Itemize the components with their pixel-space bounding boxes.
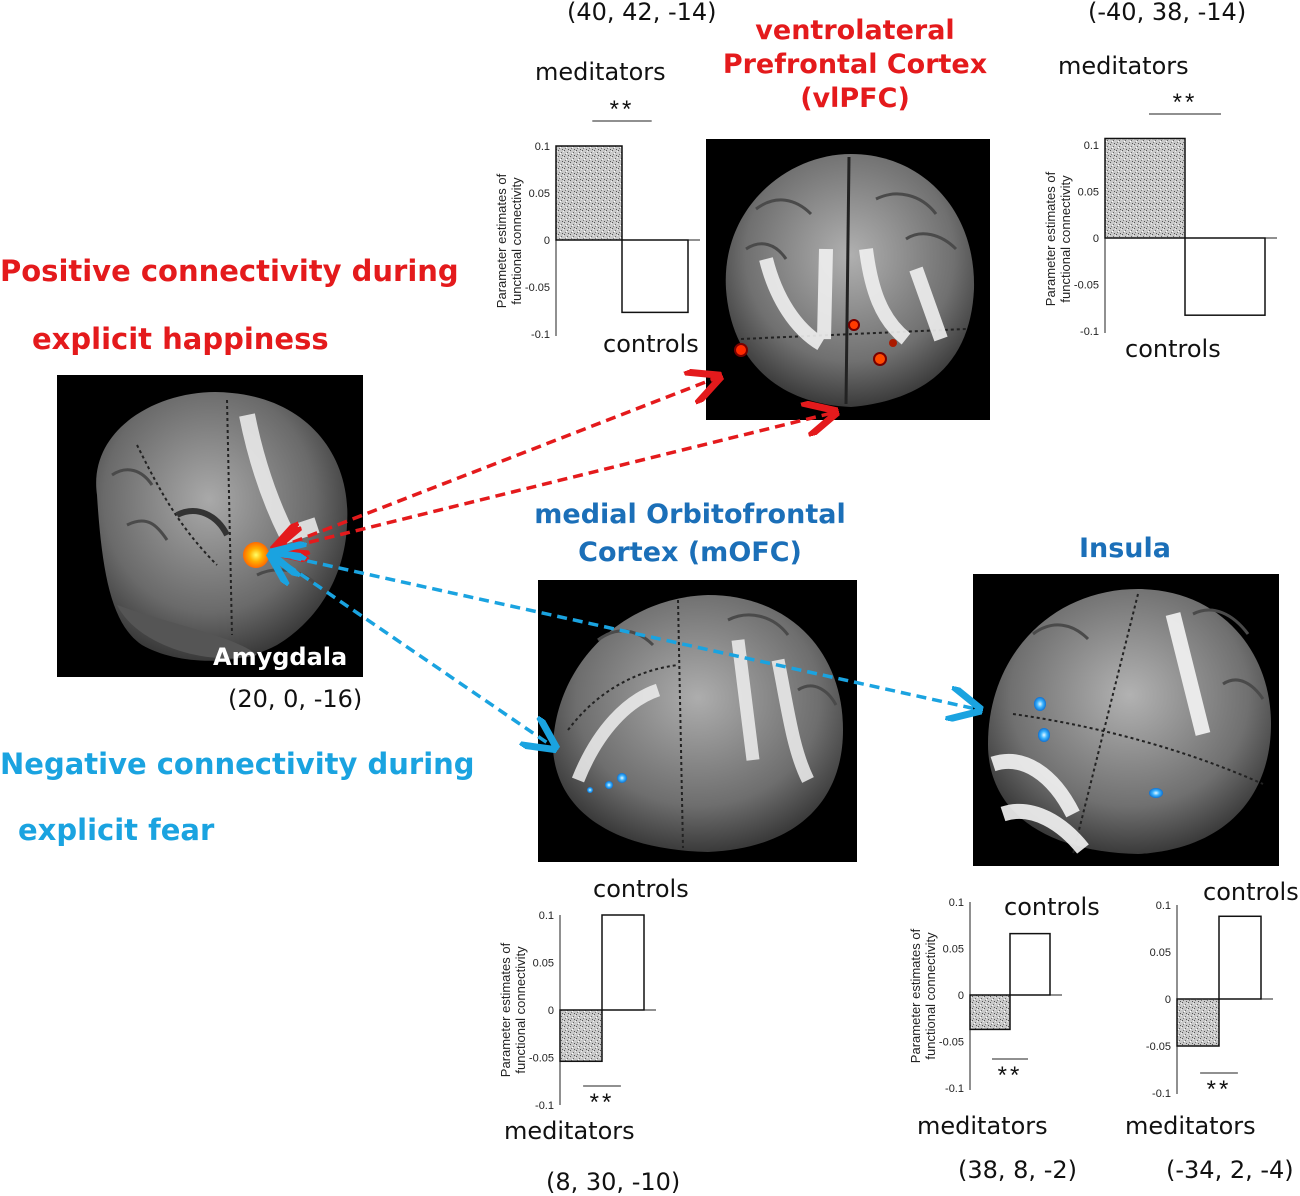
bar-controls bbox=[621, 239, 689, 314]
y-tick-label: 0 bbox=[1165, 994, 1171, 1006]
bar-controls bbox=[601, 914, 645, 1011]
bar-meditators bbox=[1104, 137, 1186, 239]
vlpfc-title-line2: Prefrontal Cortex bbox=[722, 49, 988, 80]
y-axis-label-line1: Parameter estimates of bbox=[908, 928, 923, 1063]
y-axis-label-line1: Parameter estimates of bbox=[498, 942, 513, 1077]
vlpfc-brain-image bbox=[706, 139, 990, 420]
chart5-controls-label: controls bbox=[1203, 878, 1299, 906]
y-tick-label: -0.1 bbox=[531, 329, 550, 341]
bar-controls bbox=[1184, 237, 1266, 316]
bar-meditators bbox=[559, 1009, 603, 1063]
insula-title: Insula bbox=[1078, 533, 1172, 564]
y-tick-label: -0.05 bbox=[1146, 1041, 1171, 1053]
y-axis-label-line2: functional connectivity bbox=[1058, 175, 1073, 303]
vlpfc-right-coord: (40, 42, -14) bbox=[567, 0, 717, 26]
y-tick-label: -0.1 bbox=[1080, 326, 1099, 338]
significance-stars: ** bbox=[1207, 1076, 1232, 1103]
y-tick-label: -0.05 bbox=[525, 282, 550, 294]
insula-right-coord: (38, 8, -2) bbox=[958, 1156, 1077, 1184]
insula-brain-image bbox=[973, 574, 1279, 866]
significance-stars: ** bbox=[610, 96, 635, 123]
y-axis-label-line2: functional connectivity bbox=[513, 946, 528, 1074]
vlpfc-title-line1: ventrolateral bbox=[755, 15, 955, 46]
y-axis-label-line2: functional connectivity bbox=[923, 932, 938, 1060]
y-tick-label: 0.1 bbox=[1156, 900, 1171, 912]
chart4-meditators-label: meditators bbox=[917, 1112, 1048, 1140]
bar-meditators bbox=[555, 145, 623, 241]
vlpfc-left-coord: (-40, 38, -14) bbox=[1088, 0, 1247, 26]
chart3-meditators-label: meditators bbox=[504, 1117, 635, 1145]
insula-left-coord: (-34, 2, -4) bbox=[1166, 1156, 1294, 1184]
y-tick-label: 0.1 bbox=[535, 141, 550, 153]
positive-connectivity-label-line2: explicit happiness bbox=[32, 322, 329, 356]
y-tick-label: -0.05 bbox=[529, 1053, 554, 1065]
vlpfc-title: ventrolateral Prefrontal Cortex (vlPFC) bbox=[720, 14, 990, 116]
bar-meditators bbox=[1176, 998, 1220, 1047]
y-tick-label: 0 bbox=[1093, 233, 1099, 245]
y-tick-label: 0 bbox=[958, 990, 964, 1002]
vlpfc-title-line3: (vlPFC) bbox=[800, 83, 910, 114]
chart2-controls-label: controls bbox=[1125, 335, 1221, 363]
y-axis-label-line1: Parameter estimates of bbox=[1043, 171, 1058, 306]
y-tick-label: -0.05 bbox=[1074, 280, 1099, 292]
y-axis-label-line1: Parameter estimates of bbox=[494, 173, 509, 308]
bar-controls bbox=[1218, 915, 1262, 1000]
mofc-coord: (8, 30, -10) bbox=[546, 1168, 681, 1196]
chart2-meditators-label: meditators bbox=[1058, 52, 1189, 80]
negative-connectivity-label-line2: explicit fear bbox=[18, 813, 215, 847]
y-tick-label: 0 bbox=[548, 1005, 554, 1017]
chart3-controls-label: controls bbox=[593, 875, 689, 903]
chart4-controls-label: controls bbox=[1004, 893, 1100, 921]
bar-meditators bbox=[969, 994, 1011, 1031]
chart1-meditators-label: meditators bbox=[535, 58, 666, 86]
y-axis-label-line2: functional connectivity bbox=[509, 177, 524, 305]
y-tick-label: -0.1 bbox=[945, 1083, 964, 1095]
y-tick-label: 0.05 bbox=[1078, 187, 1099, 199]
significance-stars: ** bbox=[998, 1062, 1023, 1089]
y-tick-label: 0.1 bbox=[1084, 140, 1099, 152]
y-tick-label: 0.05 bbox=[943, 944, 964, 956]
chart1-controls-label: controls bbox=[603, 330, 699, 358]
significance-stars: ** bbox=[590, 1089, 615, 1116]
significance-stars: ** bbox=[1173, 89, 1198, 116]
y-tick-label: -0.05 bbox=[939, 1037, 964, 1049]
y-tick-label: 0 bbox=[544, 235, 550, 247]
bar-controls bbox=[1009, 932, 1051, 996]
y-tick-label: -0.1 bbox=[535, 1100, 554, 1112]
chart5-meditators-label: meditators bbox=[1125, 1112, 1256, 1140]
y-tick-label: 0.05 bbox=[1150, 947, 1171, 959]
positive-connectivity-label-line1: Positive connectivity during bbox=[0, 254, 459, 288]
y-tick-label: 0.1 bbox=[539, 910, 554, 922]
y-tick-label: -0.1 bbox=[1152, 1088, 1171, 1100]
y-tick-label: 0.05 bbox=[533, 958, 554, 970]
y-tick-label: 0.1 bbox=[949, 897, 964, 909]
y-tick-label: 0.05 bbox=[529, 188, 550, 200]
